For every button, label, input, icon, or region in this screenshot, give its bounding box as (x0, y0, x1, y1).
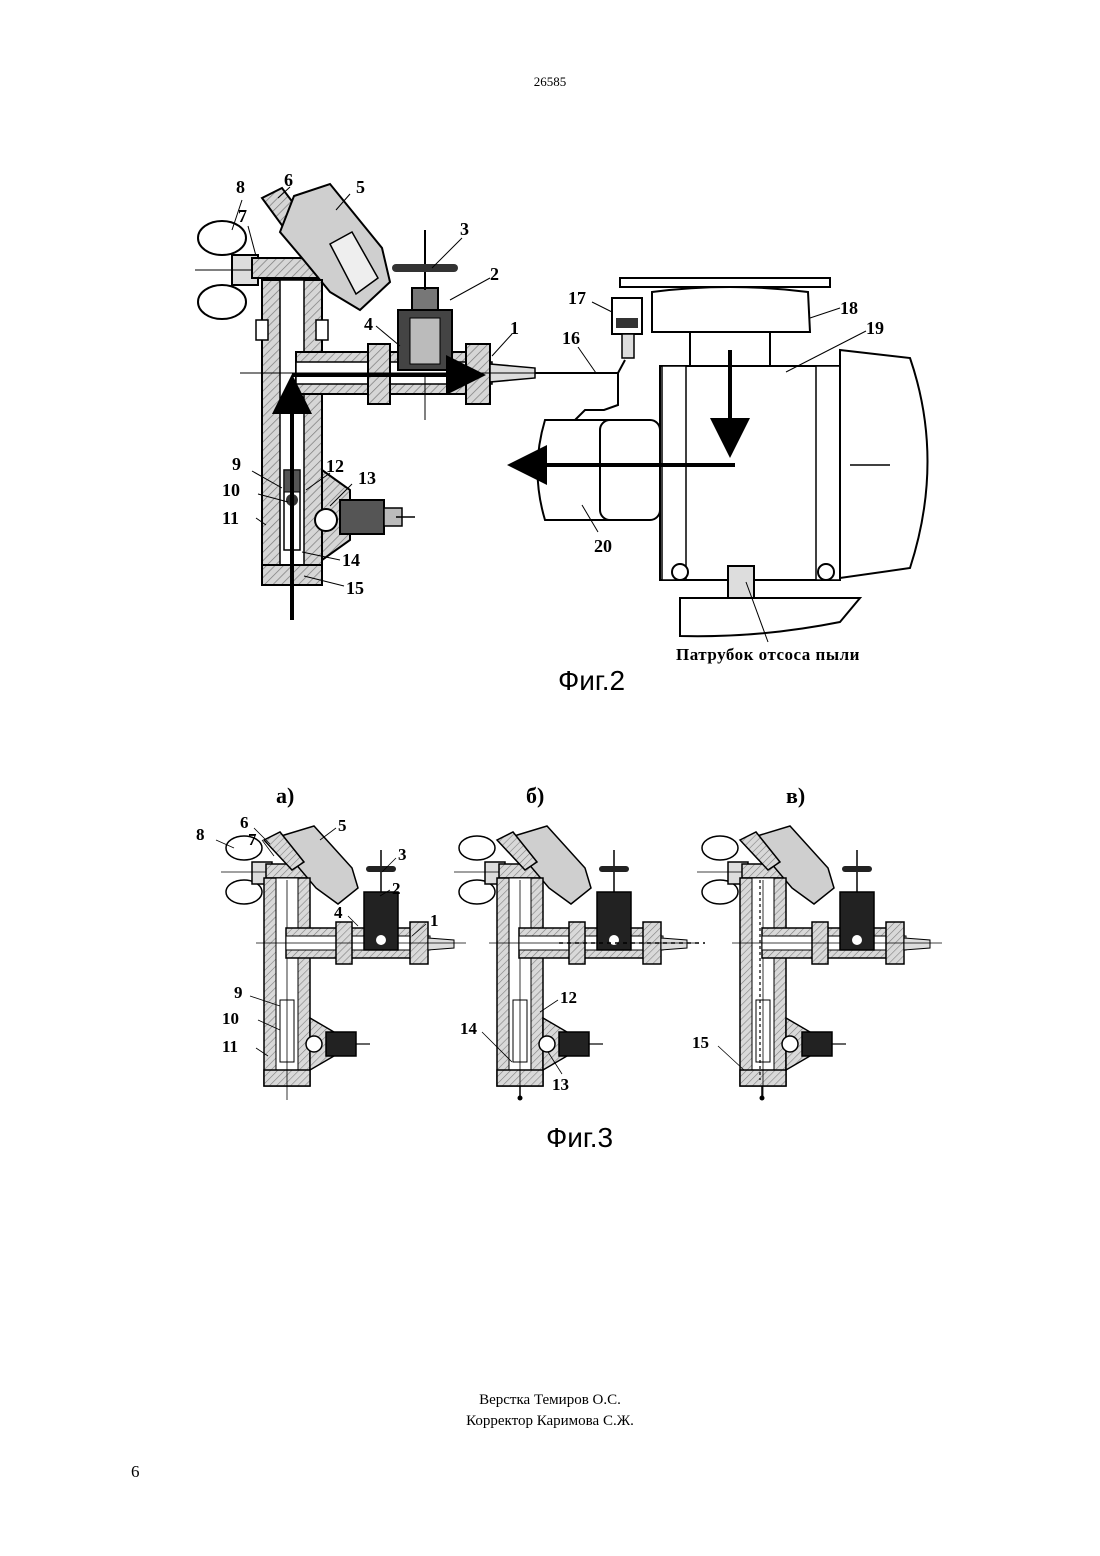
fig2-label-13: 13 (358, 468, 376, 488)
subfigure-b-drawing (454, 826, 705, 1101)
fig2-label-9: 9 (232, 454, 241, 474)
credits-corrector: Корректор Каримова С.Ж. (0, 1411, 1100, 1432)
fig2-label-10: 10 (222, 480, 240, 500)
fig3a-label-10: 10 (222, 1009, 239, 1028)
fig2-label-5: 5 (356, 177, 365, 197)
page-number: 6 (131, 1462, 140, 1482)
fig3a-label-8: 8 (196, 825, 205, 844)
fig3b-label-14: 14 (460, 1019, 478, 1038)
fig2-label-19: 19 (866, 318, 884, 338)
figure-3-drawing: 8 6 7 5 3 2 4 1 9 10 11 12 14 13 15 (0, 800, 1100, 1120)
fig3v-label-15: 15 (692, 1033, 709, 1052)
fig2-label-11: 11 (222, 508, 239, 528)
fig3a-label-11: 11 (222, 1037, 238, 1056)
fig2-label-3: 3 (460, 219, 469, 239)
figure-2-drawing: 8 7 6 5 3 2 4 1 16 17 18 19 9 10 11 12 1… (0, 0, 1100, 700)
fig3a-label-3: 3 (398, 845, 407, 864)
fig2-label-14: 14 (342, 550, 360, 570)
fig3a-label-7: 7 (248, 830, 257, 849)
fig2-label-17: 17 (568, 288, 586, 308)
credits-block: Верстка Темиров О.С. Корректор Каримова … (0, 1390, 1100, 1432)
fig3a-label-2: 2 (392, 879, 401, 898)
figure-3-caption: Фиг.3 (546, 1122, 613, 1154)
fig2-label-16: 16 (562, 328, 580, 348)
subfigure-a-drawing (221, 826, 466, 1100)
dust-outlet-label: Патрубок отсоса пыли (676, 645, 860, 665)
fig2-label-15: 15 (346, 578, 364, 598)
fig2-label-7: 7 (238, 206, 247, 226)
fig3a-label-5: 5 (338, 816, 347, 835)
fig2-label-20: 20 (594, 536, 612, 556)
fig3b-label-13: 13 (552, 1075, 569, 1094)
fig3a-label-1: 1 (430, 911, 439, 930)
fig2-label-2: 2 (490, 264, 499, 284)
fig2-label-18: 18 (840, 298, 858, 318)
subfigure-v-drawing (697, 826, 942, 1101)
fig3b-label-12: 12 (560, 988, 577, 1007)
fig2-label-1: 1 (510, 318, 519, 338)
fig2-label-8: 8 (236, 177, 245, 197)
fig2-label-6: 6 (284, 170, 293, 190)
fig2-label-12: 12 (326, 456, 344, 476)
fig3a-label-4: 4 (334, 903, 343, 922)
fig2-label-4: 4 (364, 314, 373, 334)
figure-2-caption: Фиг.2 (558, 665, 625, 697)
fig3a-label-9: 9 (234, 983, 243, 1002)
credits-layout: Верстка Темиров О.С. (0, 1390, 1100, 1411)
